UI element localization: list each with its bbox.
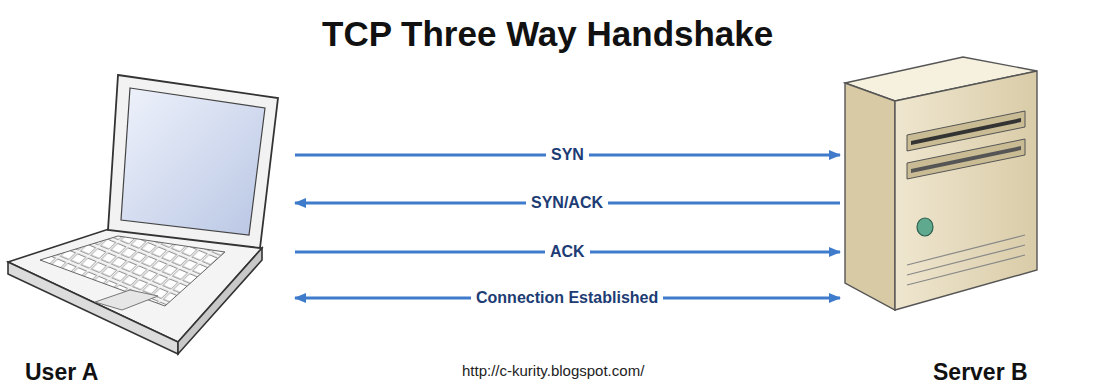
client-node: User A [0,70,290,390]
node-label: User A [25,359,98,386]
server-illustration [835,55,1045,315]
laptop-illustration [0,70,290,370]
source-url: http://c-kurity.blogspot.com/ [462,362,644,379]
message-label: Connection Established [471,289,663,307]
server-node: Server B [835,55,1040,390]
diagram-title: TCP Three Way Handshake [322,14,773,54]
node-label: Server B [933,359,1028,386]
message-label: ACK [545,243,590,261]
message-label: SYN/ACK [526,194,608,212]
message-label: SYN [546,146,589,164]
